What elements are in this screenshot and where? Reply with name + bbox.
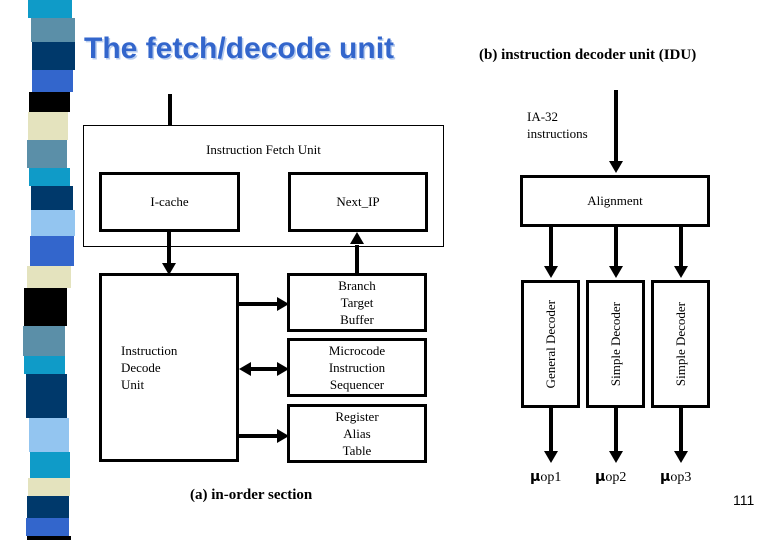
ribbon-band [30,236,74,266]
instruction-decode-unit-label: Instruction Decode Unit [121,342,178,393]
simple-decoder-1-label: Simple Decoder [607,301,623,387]
ribbon-band [28,418,69,452]
decode-to-rat-head [277,429,289,443]
idu-section-caption: (b) instruction decoder unit (IDU) [479,47,697,63]
decode-mis-head-left [239,362,251,376]
icache-to-decode-line [167,232,171,266]
alignment-to-simple-decoder-1-head [609,266,623,278]
alignment-to-simple-decoder-1-line [614,227,618,267]
arrow-into-fetch-unit-line [168,94,172,140]
in-order-section-caption: (a) in-order section [190,487,313,503]
i-cache-label: I-cache [150,194,189,210]
simple-decoder-1-output-line [614,408,618,452]
ribbon-band [28,168,70,186]
uop3-label: μop3 [660,469,692,485]
ribbon-band [25,518,70,536]
ribbon-band [27,266,72,288]
uop2-label: μop2 [595,469,627,485]
next-ip-label: Next_IP [336,194,380,210]
arrow-into-alignment-line [614,90,618,162]
ribbon-band [26,536,71,540]
general-decoder-output-line [549,408,553,452]
simple-decoder-2-label: Simple Decoder [672,301,688,387]
simple-decoder-2-output-head [674,451,688,463]
ribbon-band [23,326,66,356]
ribbon-band [24,288,68,326]
page-title: The fetch/decode unit [84,32,395,65]
decode-to-btb-head [277,297,289,311]
btb-to-nextip-line [355,245,359,278]
decode-to-btb-line [239,302,281,306]
ribbon-band [31,210,75,236]
ribbon-band [24,356,65,374]
microcode-instruction-sequencer-label: Microcode Instruction Sequencer [328,342,386,393]
simple-decoder-1-output-head [609,451,623,463]
i-cache-box[interactable]: I-cache [99,172,240,232]
ribbon-band [29,92,70,112]
simple-decoder-1-box[interactable]: Simple Decoder [586,280,645,408]
ribbon-band [27,140,68,168]
arrow-into-alignment-head [609,161,623,173]
ia32-instructions-label: IA-32 instructions [527,109,588,141]
simple-decoder-2-output-line [679,408,683,452]
general-decoder-label: General Decoder [542,299,558,389]
ribbon-band [30,186,73,210]
ribbon-band [32,42,75,70]
decorative-ribbon [0,0,90,540]
register-alias-table-box[interactable]: Register Alias Table [287,404,427,463]
branch-target-buffer-box[interactable]: Branch Target Buffer [287,273,427,332]
ribbon-band [28,0,72,18]
alignment-to-simple-decoder-2-line [679,227,683,267]
alignment-to-simple-decoder-2-head [674,266,688,278]
alignment-to-general-decoder-head [544,266,558,278]
alignment-to-general-decoder-line [549,227,553,267]
ribbon-band [31,18,75,42]
ribbon-band [29,452,71,478]
instruction-fetch-unit-label: Instruction Fetch Unit [206,142,321,157]
microcode-instruction-sequencer-box[interactable]: Microcode Instruction Sequencer [287,338,427,397]
decode-mis-head-right [277,362,289,376]
icache-to-decode-head [162,263,176,275]
ribbon-band [27,112,68,140]
ribbon-band [28,478,70,496]
uop1-label: μop1 [530,469,562,485]
decode-mis-line [248,367,281,371]
btb-to-nextip-head [350,232,364,244]
page-number: 111 [733,492,755,508]
branch-target-buffer-label: Branch Target Buffer [338,277,376,328]
next-ip-box[interactable]: Next_IP [288,172,428,232]
alignment-box[interactable]: Alignment [520,175,710,227]
ribbon-band [26,496,70,518]
ribbon-band [26,374,67,418]
general-decoder-box[interactable]: General Decoder [521,280,580,408]
register-alias-table-label: Register Alias Table [335,408,379,459]
simple-decoder-2-box[interactable]: Simple Decoder [651,280,710,408]
decode-to-rat-line [239,434,281,438]
alignment-label: Alignment [587,193,643,209]
ribbon-band [31,70,73,92]
instruction-decode-unit-box[interactable]: Instruction Decode Unit [99,273,239,462]
general-decoder-output-head [544,451,558,463]
